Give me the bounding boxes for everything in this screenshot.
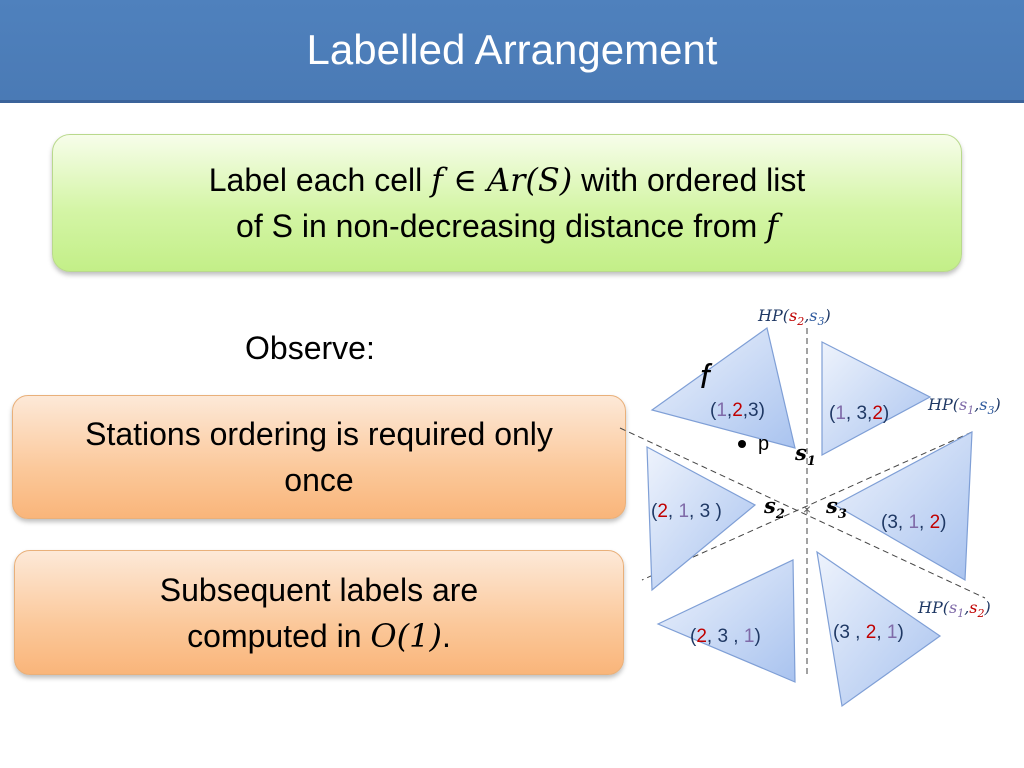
center-cross-icon: × <box>803 501 811 517</box>
observe-label: Observe: <box>245 330 375 366</box>
hyperplane-line-s1-s2 <box>619 427 986 599</box>
point-2-text: computed in <box>187 617 371 654</box>
hp-label-s1-s2: HP(s1,s2) <box>917 598 991 620</box>
point-box-1: Stations ordering is required only once <box>12 395 626 519</box>
cell-label-213: (2, 1, 3 ) <box>651 501 722 522</box>
station-s2-label: s2 <box>763 493 785 522</box>
definition-text: of S in non-decreasing distance from <box>236 208 767 244</box>
math-f: f <box>431 161 443 199</box>
point-p-marker <box>738 440 746 448</box>
cell-label-123: (1,2,3) <box>710 400 765 421</box>
point-1-line-1: Stations ordering is required only <box>85 416 553 452</box>
cell-label-321: (3 , 2, 1) <box>833 622 904 643</box>
hyperplane-line-s1-s3 <box>641 431 973 581</box>
definition-box: Label each cell f ∈ Ar(S) with ordered l… <box>52 134 962 272</box>
point-2-text: . <box>441 617 451 654</box>
station-s3-label: s3 <box>825 493 847 522</box>
point-p-label: p <box>758 433 769 455</box>
hp-label-s2-s3: HP(s2,s3) <box>757 306 831 328</box>
title-bar: Labelled Arrangement <box>0 0 1024 103</box>
math-s: (S) <box>525 161 573 199</box>
hp-label-s1-s3: HP(s1,s3) <box>927 395 1001 417</box>
cell-321 <box>816 550 942 708</box>
station-s1-label: s1 <box>794 440 816 469</box>
math-element-of: ∈ <box>442 161 487 199</box>
point-2-line-1: Subsequent labels are <box>159 571 479 608</box>
cell-label-312: (3, 1, 2) <box>881 512 947 533</box>
math-ar: Ar <box>486 161 526 199</box>
cell-213 <box>646 445 757 592</box>
cell-label-231: (2, 3 , 1) <box>690 626 761 647</box>
cell-132 <box>821 341 932 457</box>
point-1-line-2: once <box>284 462 354 498</box>
definition-text: with ordered list <box>572 162 806 198</box>
math-f: f <box>766 207 778 245</box>
cell-f-123 <box>650 326 796 449</box>
slide-title: Labelled Arrangement <box>306 26 718 73</box>
point-2-line-2: computed in O(1). <box>187 613 451 659</box>
cell-312 <box>833 430 973 582</box>
definition-line-1: Label each cell f ∈ Ar(S) with ordered l… <box>209 157 806 203</box>
point-box-2: Subsequent labels are computed in O(1). <box>14 550 624 675</box>
math-big-o: O(1) <box>370 616 442 655</box>
definition-line-2: of S in non-decreasing distance from f <box>236 203 778 249</box>
cell-231 <box>656 559 796 683</box>
definition-text: Label each cell <box>208 162 432 198</box>
cell-label-132: (1, 3,2) <box>829 403 889 424</box>
